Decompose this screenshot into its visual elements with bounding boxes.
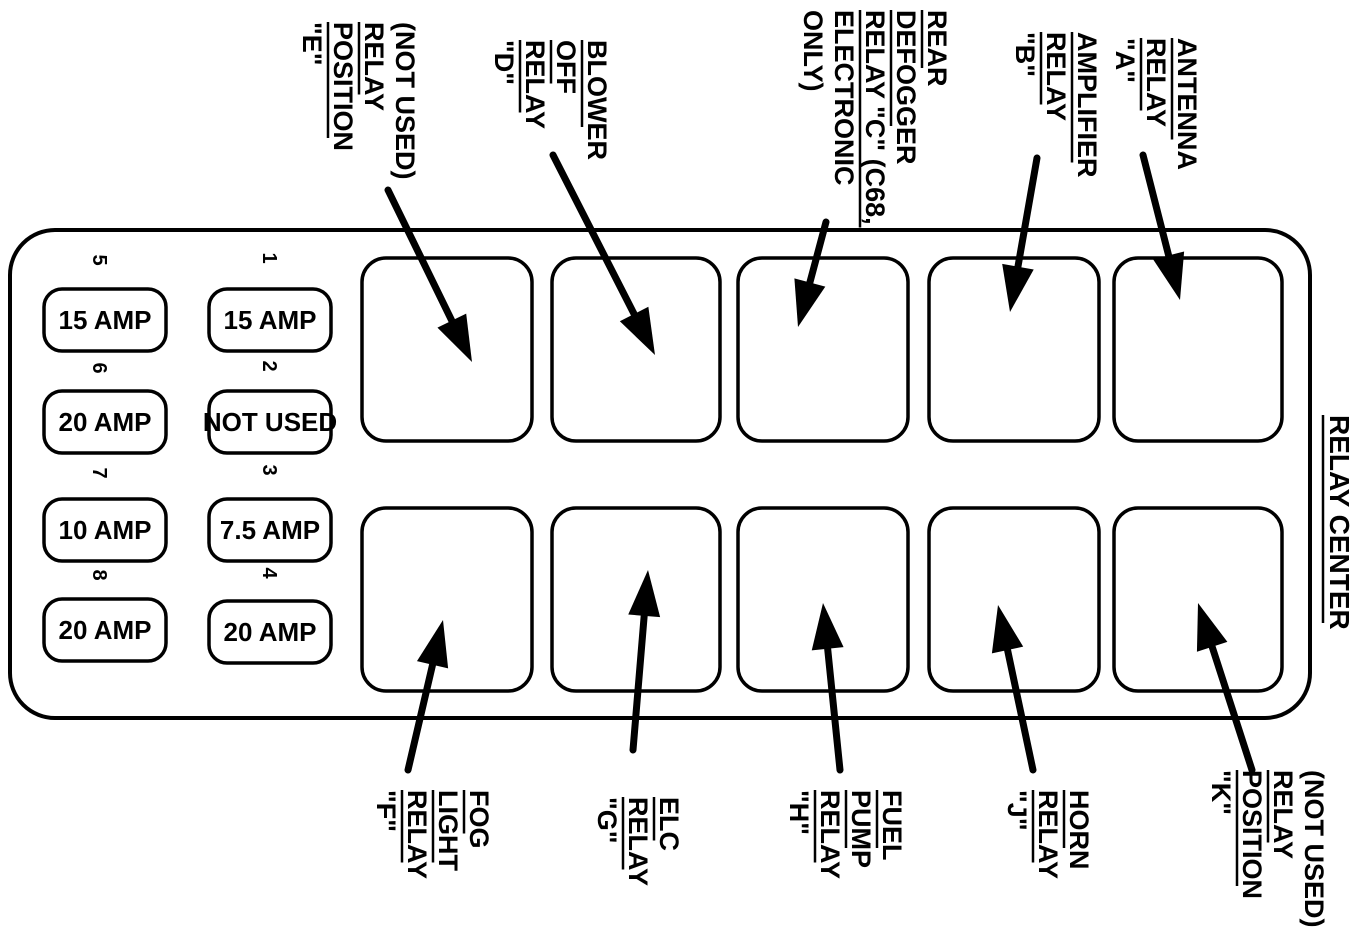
- fuse-5-label: 15 AMP: [59, 305, 152, 335]
- fuse-6: [42, 389, 168, 455]
- label-relay-c-line-4: ELECTRONIC: [829, 10, 859, 186]
- label-relay-k-line-3: POSITION: [1237, 770, 1267, 899]
- fuse-5-number: 5: [88, 254, 110, 265]
- relay-center-title: RELAY CENTER: [1324, 415, 1355, 630]
- label-relay-e-line-3: POSITION: [328, 22, 358, 151]
- label-relay-g-line-3: "G": [592, 797, 622, 844]
- fuse-1: [207, 287, 333, 353]
- label-relay-j-line-3: "J": [1002, 790, 1032, 831]
- arrow-relay-d: [549, 151, 655, 355]
- label-relay-k-line-1: (NOT USED): [1299, 770, 1329, 928]
- arrow-relay-e: [384, 186, 472, 362]
- arrow-relay-c: [794, 218, 830, 327]
- label-relay-d-line-4: "D": [489, 40, 519, 85]
- label-relay-j-line-2: RELAY: [1033, 790, 1063, 879]
- fuse-8-label: 20 AMP: [59, 615, 152, 645]
- relay-socket-a: [1112, 256, 1284, 443]
- label-relay-g-line-2: RELAY: [623, 797, 653, 886]
- fuse-3-label: 7.5 AMP: [220, 515, 320, 545]
- arrow-relay-b: [1002, 154, 1041, 312]
- arrow-relay-a: [1139, 151, 1185, 300]
- fuse-7-label: 10 AMP: [59, 515, 152, 545]
- fuse-6-number: 6: [88, 362, 110, 373]
- relay-socket-b: [927, 256, 1101, 443]
- label-relay-e-line-2: RELAY: [359, 22, 389, 111]
- label-relay-h-line-4: "H": [784, 790, 814, 835]
- relay-center-title-group: RELAY CENTER: [1321, 415, 1355, 630]
- relay-socket-f: [360, 506, 534, 693]
- fuse-7-number: 7: [88, 467, 110, 478]
- label-relay-c-line-1: REAR: [922, 10, 952, 87]
- fuse-4-number: 4: [258, 567, 280, 579]
- label-relay-e-line-1: (NOT USED): [390, 22, 420, 180]
- label-relay-d-line-1: BLOWER: [582, 40, 612, 160]
- label-relay-e-line-4: "E": [297, 22, 327, 66]
- fuse-7: [42, 497, 168, 563]
- relay-socket-h: [736, 506, 910, 693]
- arrow-relay-j: [991, 605, 1037, 774]
- label-relay-a-line-2: RELAY: [1141, 38, 1171, 127]
- label-relay-g-line-1: ELC: [654, 797, 684, 851]
- relay-labels: (NOT USED)RELAYPOSITION"E"BLOWEROFFRELAY…: [297, 10, 1329, 928]
- callout-arrows: [384, 151, 1256, 774]
- fuse-8: [42, 597, 168, 663]
- relay-sockets: [360, 256, 1284, 693]
- label-relay-k-line-2: RELAY: [1268, 770, 1298, 859]
- label-relay-h-line-3: RELAY: [815, 790, 845, 879]
- arrow-relay-g: [628, 570, 661, 754]
- label-relay-d-line-3: RELAY: [520, 40, 550, 129]
- relay-center-outline: [8, 228, 1312, 720]
- label-relay-c-line-5: ONLY): [798, 10, 828, 92]
- label-relay-d-line-2: OFF: [551, 40, 581, 94]
- fuse-2-number: 2: [258, 360, 280, 371]
- label-relay-a-line-1: ANTENNA: [1172, 38, 1202, 170]
- label-relay-b-line-1: AMPLIFIER: [1072, 32, 1102, 178]
- label-relay-c-line-3: RELAY "C" (C68,: [860, 10, 890, 225]
- fuse-2-label: NOT USED: [203, 407, 337, 437]
- label-relay-b-line-2: RELAY: [1041, 32, 1071, 121]
- fuse-5: [42, 287, 168, 353]
- label-relay-f-line-3: RELAY: [402, 790, 432, 879]
- relay-socket-d: [550, 256, 722, 443]
- fuse-2: [207, 389, 333, 455]
- fuse-4-label: 20 AMP: [224, 617, 317, 647]
- fuse-3-number: 3: [258, 464, 280, 475]
- label-relay-f-line-2: LIGHT: [433, 790, 463, 871]
- arrow-relay-h: [811, 603, 844, 774]
- relay-socket-c: [736, 256, 910, 443]
- fuse-4: [207, 599, 333, 665]
- label-relay-f-line-1: FOG: [464, 790, 494, 849]
- fuse-8-number: 8: [88, 569, 110, 580]
- label-relay-h-line-1: FUEL: [877, 790, 907, 861]
- fuse-6-label: 20 AMP: [59, 407, 152, 437]
- label-relay-a-line-3: "A": [1110, 38, 1140, 83]
- fuse-1-number: 1: [258, 252, 280, 263]
- label-relay-j-line-1: HORN: [1064, 790, 1094, 870]
- arrow-relay-f: [404, 620, 449, 774]
- fuse-1-label: 15 AMP: [224, 305, 317, 335]
- label-relay-c-line-2: DEFOGGER: [891, 10, 921, 165]
- relay-socket-k: [1112, 506, 1284, 693]
- arrow-relay-k: [1196, 603, 1256, 774]
- label-relay-k-line-4: "K": [1206, 770, 1236, 815]
- fuse-3: [207, 497, 333, 563]
- relay-socket-e: [360, 256, 534, 443]
- label-relay-f-line-4: "F": [371, 790, 401, 832]
- relay-socket-j: [927, 506, 1101, 693]
- label-relay-b-line-3: "B": [1010, 32, 1040, 77]
- label-relay-h-line-2: PUMP: [846, 790, 876, 868]
